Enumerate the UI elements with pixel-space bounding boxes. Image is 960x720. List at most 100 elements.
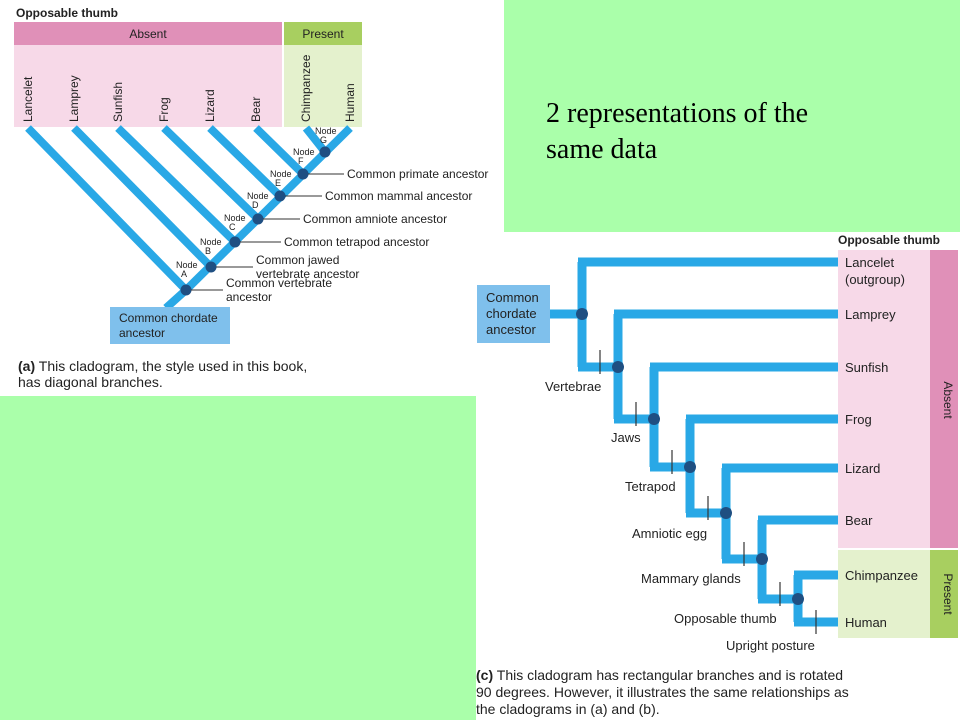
slide-headline: 2 representations of the same data (546, 96, 906, 168)
caption-c-line-1: This cladogram has rectangular branches … (493, 667, 844, 683)
node-d (252, 213, 264, 225)
taxon-label-a: Bear (249, 97, 263, 122)
branch-to-frog (161, 125, 261, 222)
trait-label: Upright posture (726, 638, 815, 653)
node-c (229, 236, 241, 248)
absent-header-c (930, 250, 958, 548)
ancestor-label: Common vertebrate (226, 276, 332, 290)
absent-header-label: Absent (129, 27, 167, 41)
taxon-label-c: Bear (845, 513, 873, 528)
taxon-label-c-sub: (outgroup) (845, 272, 905, 287)
node-letter-label: B (205, 246, 211, 256)
taxon-label-a: Sunfish (111, 82, 125, 122)
node-letter-label: C (229, 222, 236, 232)
node-c-2 (648, 413, 660, 425)
node-word-label: Node (247, 191, 269, 201)
node-c-3 (684, 461, 696, 473)
taxon-label-c: Lancelet (845, 255, 895, 270)
present-header-label: Present (302, 27, 344, 41)
caption-c-tag: (c) (476, 667, 494, 683)
ancestor-label: Common mammal ancestor (325, 189, 472, 203)
root-label-c-line-3: ancestor (486, 322, 537, 337)
node-word-label: Node (176, 260, 198, 270)
trait-label: Vertebrae (545, 379, 601, 394)
headline-line-2: same data (546, 134, 658, 165)
branch-to-lamprey (71, 125, 214, 270)
node-c-5 (756, 553, 768, 565)
node-letter-label: F (298, 156, 304, 166)
root-label-c-line-1: Common (486, 290, 539, 305)
headline-line-1: 2 representations of the (546, 98, 809, 129)
cladogram-a: Opposable thumb Absent Present Lancelet L… (14, 6, 488, 344)
root-label-a-line-2: ancestor (119, 326, 165, 340)
taxon-label-a: Human (343, 83, 357, 122)
present-header-c (930, 550, 958, 638)
common-chordate-ancestor-box-c (477, 285, 550, 343)
node-word-label: Node (293, 147, 315, 157)
node-a (180, 284, 192, 296)
node-c-6 (792, 593, 804, 605)
root-label-c-line-2: chordate (486, 306, 537, 321)
present-header-label-c: Present (941, 573, 955, 615)
branch-to-lizard (207, 125, 283, 199)
green-highlight-panel-top (504, 0, 960, 232)
node-b (205, 261, 217, 273)
ancestor-label: ancestor (226, 290, 272, 304)
node-letter-label: A (181, 269, 187, 279)
absent-taxa-area (14, 45, 282, 127)
caption-a: (a) This cladogram, the style used in th… (18, 358, 338, 390)
caption-c-line-2: 90 degrees. However, it illustrates the … (476, 684, 849, 700)
ancestor-label: Common amniote ancestor (303, 212, 447, 226)
taxon-label-c: Chimpanzee (845, 568, 918, 583)
caption-a-tag: (a) (18, 358, 36, 374)
branch-to-bear (253, 125, 306, 177)
node-word-label: Node (270, 169, 292, 179)
absent-header (14, 22, 282, 45)
taxon-label-c: Lamprey (845, 307, 896, 322)
taxon-label-a: Lancelet (21, 76, 35, 122)
node-letter-label: E (275, 178, 281, 188)
cladogram-c: Opposable thumb Absent Present Lancelet (… (477, 233, 958, 653)
present-taxa-area-c (838, 550, 930, 638)
caption-c: (c) This cladogram has rectangular branc… (476, 667, 906, 718)
present-taxa-area (284, 45, 362, 127)
node-letter-label: G (320, 135, 327, 145)
taxon-label-c: Sunfish (845, 360, 888, 375)
node-c-4 (720, 507, 732, 519)
node-letter-label: D (252, 200, 259, 210)
trait-label: Amniotic egg (632, 526, 707, 541)
taxon-label-c: Human (845, 615, 887, 630)
rectangular-branches (550, 257, 838, 627)
common-chordate-ancestor-box (110, 307, 230, 344)
caption-c-line-3: the cladograms in (a) and (b). (476, 701, 660, 717)
rectangular-nodes (576, 308, 804, 605)
trait-label: Jaws (611, 430, 641, 445)
node-g (319, 146, 331, 158)
node-c-1 (612, 361, 624, 373)
caption-a-line-1: This cladogram, the style used in this b… (35, 358, 308, 374)
trait-label: Tetrapod (625, 479, 676, 494)
node-c-0 (576, 308, 588, 320)
taxon-label-c: Lizard (845, 461, 880, 476)
ancestor-label: vertebrate ancestor (256, 267, 359, 281)
taxon-label-a: Frog (157, 97, 171, 122)
node-f (297, 168, 309, 180)
absent-taxa-area-c (838, 250, 930, 548)
absent-header-label-c: Absent (941, 381, 955, 419)
taxon-label-a: Lamprey (67, 75, 81, 122)
node-word-label: Node (315, 126, 337, 136)
trait-label: Opposable thumb (674, 611, 777, 626)
cladogram-a-trait-title: Opposable thumb (16, 6, 118, 20)
ancestor-label: Common tetrapod ancestor (284, 235, 429, 249)
root-label-a-line-1: Common chordate (119, 311, 218, 325)
taxa-labels-c: Lancelet (outgroup) LampreySunfishFrogLiza… (845, 255, 918, 630)
taxon-label-c: Frog (845, 412, 872, 427)
ancestor-label: Common primate ancestor (347, 167, 488, 181)
branch-to-lancelet (25, 125, 189, 293)
node-e (274, 190, 286, 202)
trait-label: Mammary glands (641, 571, 741, 586)
